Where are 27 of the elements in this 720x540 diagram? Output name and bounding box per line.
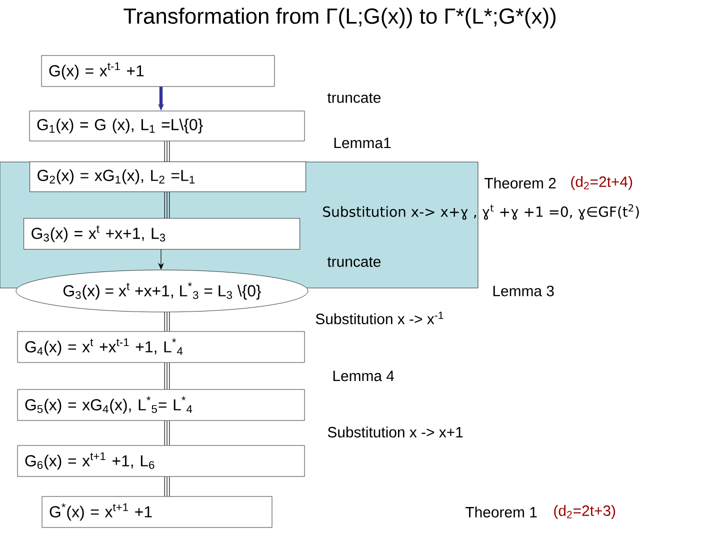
formula-box: G$_{1}$(x) = G (x), L$_{1}$ =L\{0} [29, 110, 305, 142]
connector-line [164, 420, 170, 446]
annotation-text: Substitution x -> x$^{-1}$ [316, 312, 444, 324]
formula-box: G$_{4}$(x) = x$^{t}$ +x$^{t-1}$ +1, L$^{*}$4 [17, 331, 305, 363]
annotation-text: truncate [327, 257, 381, 267]
connector-line [164, 476, 170, 497]
annotation-text: truncate [327, 93, 381, 103]
annotation-text: Theorem 2 [484, 178, 556, 188]
formula-box: G$_{3}$(x) = x$^{t}$ +x+1, L$_{3}$ [24, 218, 300, 250]
formula-box: G$_{5}$(x) = xG$_{4}$(x), L$^{*}$$_{5}$= L$^{*}$4 [17, 389, 305, 421]
formula-box: G(x) = x$^{t-1}$ +1 [41, 55, 275, 87]
connector-line [164, 312, 170, 332]
annotation-text: Substitution x-> x+ɣ , ɣ$^{t}$ +ɣ +1 =0, ɣ∈GF(t$^{2}$) [323, 204, 639, 220]
title: Transformation from Γ(L;G(x)) to Γ*(L*;G*(x)) [124, 8, 556, 28]
formula-box: G$_{6}$(x) = x$^{t+1}$ +1, L$_{6}$ [17, 445, 305, 477]
formula-box: G$_{2}$(x) = xG$_{1}$(x), L$_{2}$ =L$_{1}$ [30, 162, 306, 192]
annotation-text: Lemma 3 [493, 286, 554, 296]
annotation-text: Lemma 4 [333, 370, 394, 382]
annotation-text: Theorem 1 [466, 506, 537, 518]
annotation-text: (d$_{2}$=2t+4) [571, 176, 632, 190]
connector-line [164, 140, 170, 162]
annotation-text: (d$_{2}$=2t+3) [554, 505, 616, 519]
connector-line [164, 192, 170, 218]
formula-box: G$^{*}$(x) = x$^{t+1}$ +1 [42, 496, 272, 528]
annotation-text: Lemma1 [334, 138, 391, 148]
connector-line [164, 362, 170, 390]
annotation-text: Substitution x -> x+1 [328, 426, 463, 438]
